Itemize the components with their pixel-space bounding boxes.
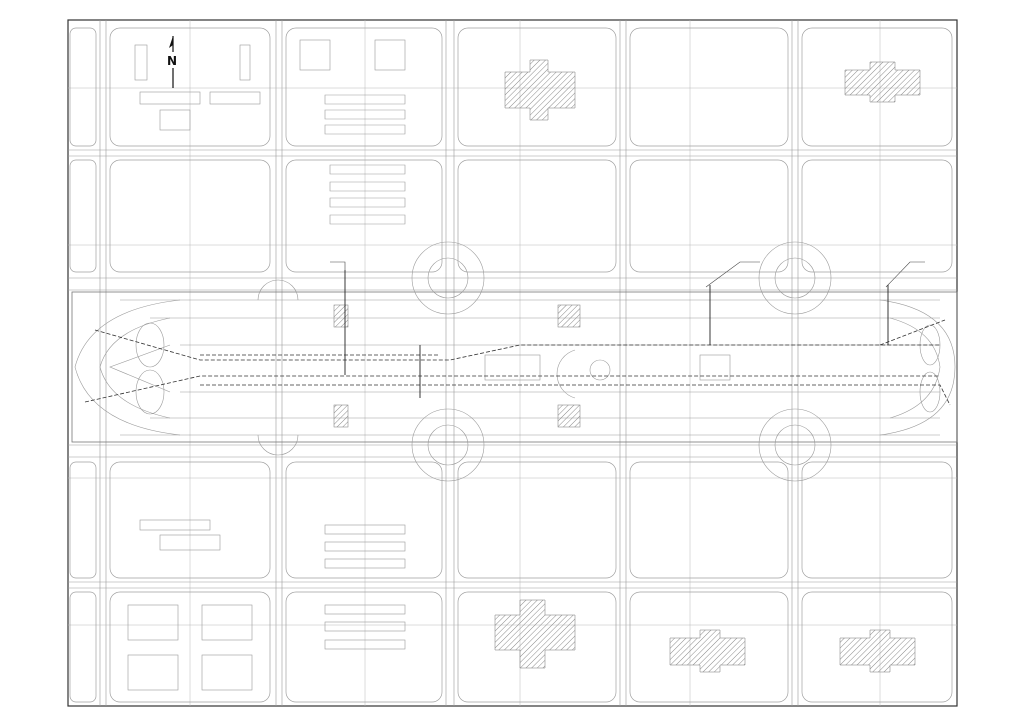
building-footprints bbox=[127, 39, 921, 691]
city-blocks bbox=[69, 27, 953, 703]
callout-leaders bbox=[330, 261, 925, 288]
north-arrow: N bbox=[164, 36, 182, 88]
central-boulevard bbox=[71, 279, 958, 456]
street-grid bbox=[68, 20, 957, 706]
utility-lines bbox=[84, 270, 951, 406]
north-arrow-label: N bbox=[167, 54, 177, 68]
drawing-frame bbox=[67, 19, 958, 707]
roundabouts bbox=[411, 241, 832, 482]
